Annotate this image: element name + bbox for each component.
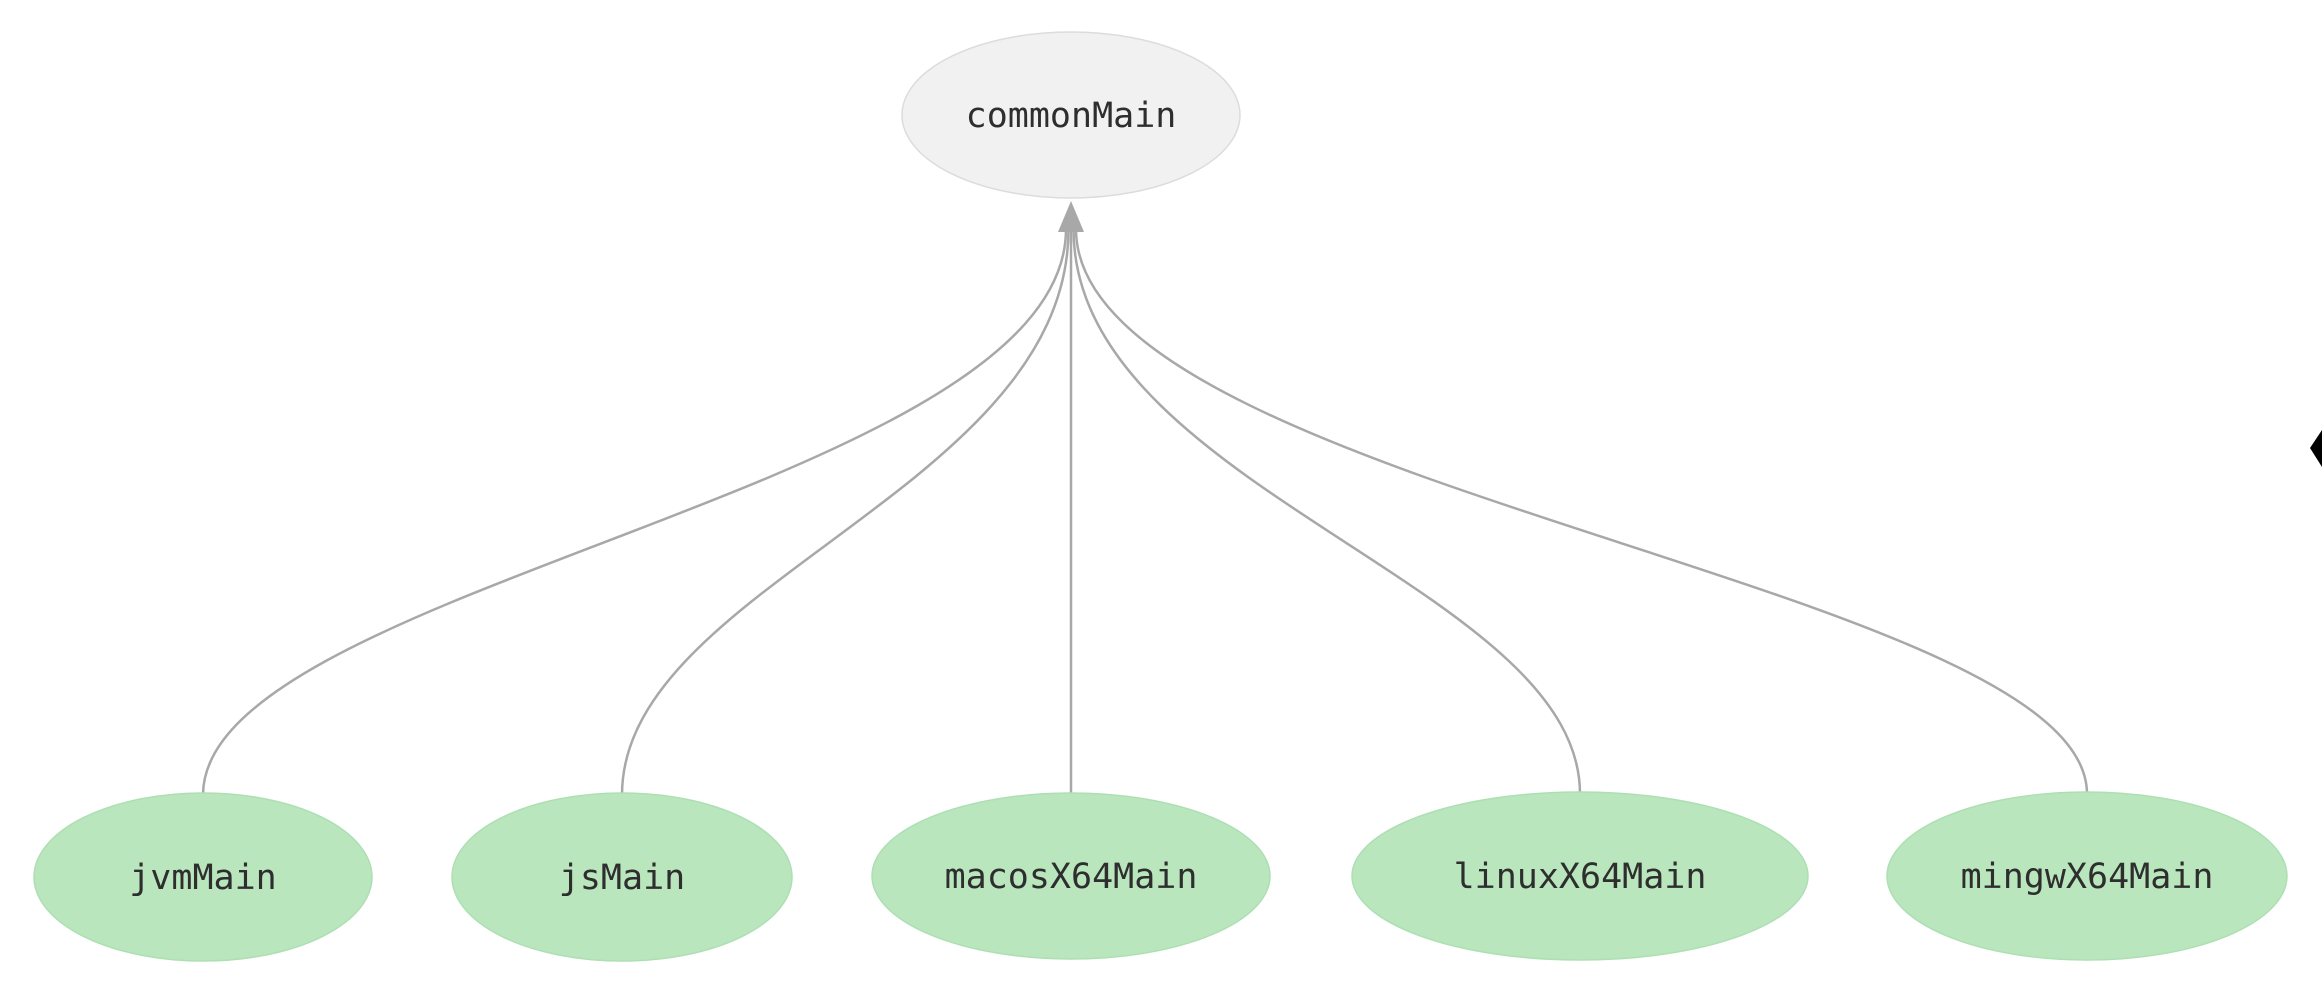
- node-label-mingwX64Main: mingwX64Main: [1961, 857, 2214, 897]
- node-label-jvmMain: jvmMain: [129, 858, 277, 898]
- node-ellipse-jvmMain: [33, 792, 373, 962]
- edge-linuxX64Main-to-commonMain: [1072, 228, 1582, 795]
- node-ellipse-macosX64Main: [871, 792, 1271, 960]
- node-label-commonMain: commonMain: [966, 96, 1177, 136]
- graph-node-linuxX64Main: linuxX64Main: [1351, 791, 1809, 961]
- edge-jvmMain-to-commonMain: [201, 228, 1068, 796]
- clipped-cursor-artifact: [2310, 430, 2322, 467]
- graph-node-mingwX64Main: mingwX64Main: [1886, 791, 2288, 961]
- edge-mingwX64Main-to-commonMain: [1074, 228, 2089, 795]
- node-label-jsMain: jsMain: [559, 858, 685, 898]
- node-ellipse-linuxX64Main: [1351, 791, 1809, 961]
- graph-node-jsMain: jsMain: [451, 792, 793, 962]
- graph-node-commonMain: commonMain: [901, 31, 1241, 199]
- node-ellipse-jsMain: [451, 792, 793, 962]
- edge-arrowhead-icon: [1058, 201, 1084, 232]
- node-ellipse-mingwX64Main: [1886, 791, 2288, 961]
- node-label-linuxX64Main: linuxX64Main: [1454, 857, 1707, 897]
- node-label-macosX64Main: macosX64Main: [945, 857, 1198, 897]
- graph-node-jvmMain: jvmMain: [33, 792, 373, 962]
- edge-jsMain-to-commonMain: [620, 228, 1070, 796]
- node-ellipse-commonMain: [901, 31, 1241, 199]
- graph-node-macosX64Main: macosX64Main: [871, 792, 1271, 960]
